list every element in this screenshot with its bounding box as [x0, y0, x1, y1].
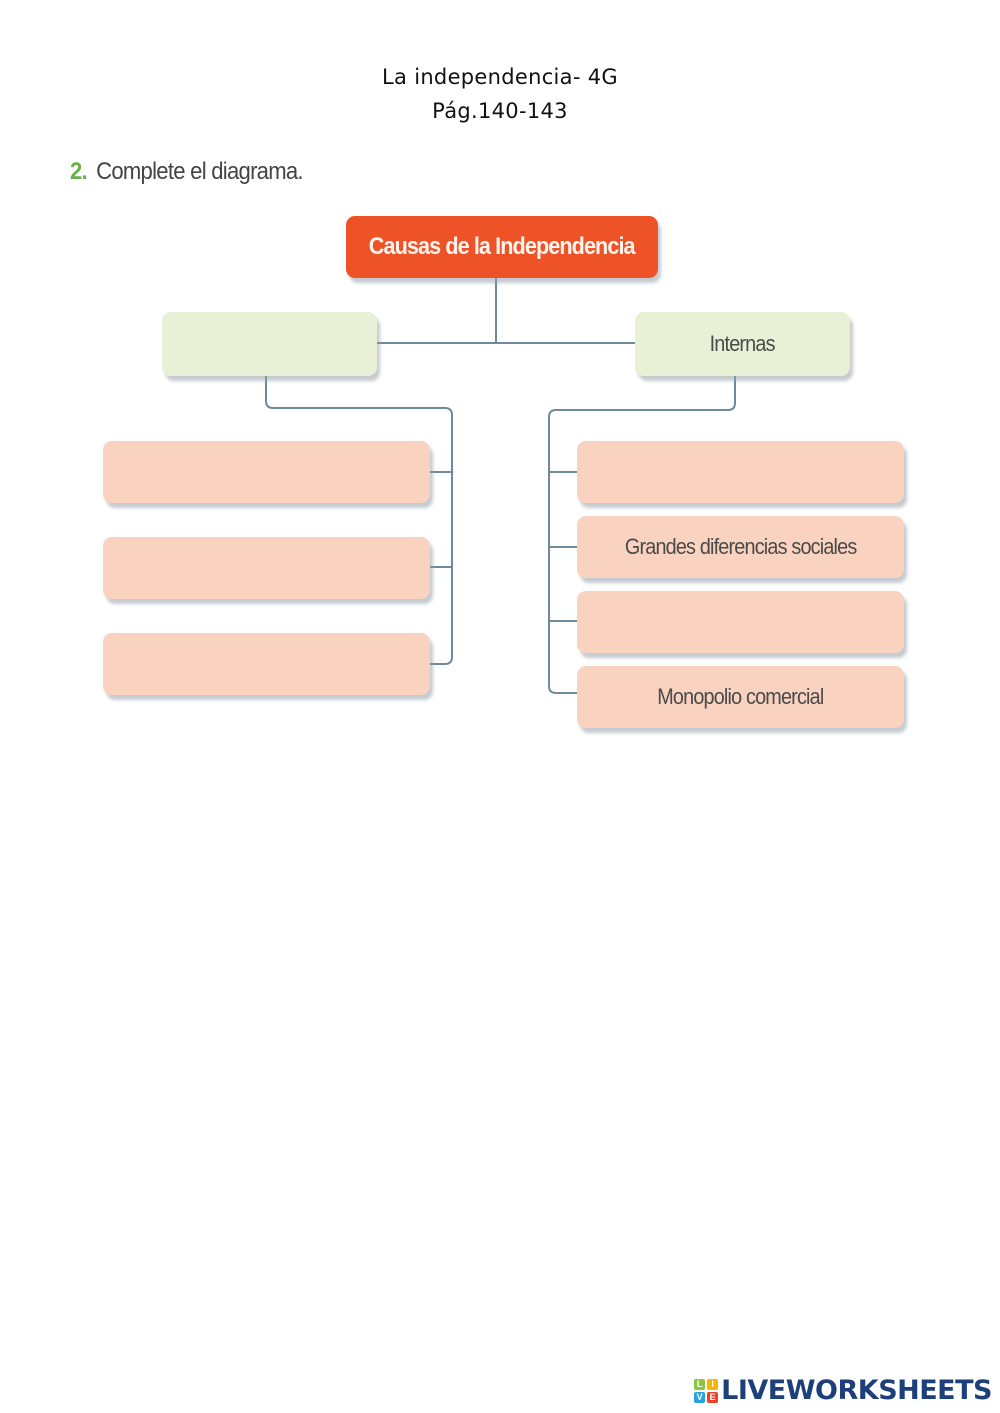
right-leaf-grandes-diferencias: Grandes diferencias sociales [577, 516, 904, 578]
leaf-label: Grandes diferencias sociales [624, 534, 857, 559]
liveworksheets-logo: L I V E LIVEWORKSHEETS [694, 1375, 992, 1406]
logo-letter: I [707, 1378, 719, 1390]
leaf-label: Monopolio comercial [657, 684, 824, 709]
category-label: Internas [709, 331, 776, 356]
category-external-answer-box[interactable] [162, 312, 377, 376]
left-leaf-answer-box-2[interactable] [103, 537, 430, 599]
right-leaf-answer-box-3[interactable] [577, 591, 904, 653]
instruction-text: Complete el diagrama. [96, 158, 303, 185]
live-logo-icon: L I V E [694, 1378, 719, 1403]
root-node: Causas de la Independencia [346, 216, 658, 278]
instruction-number: 2. [70, 158, 88, 185]
worksheet-title: La independencia- 4G [382, 65, 618, 89]
right-leaf-answer-box-1[interactable] [577, 441, 904, 503]
logo-letter: E [707, 1391, 719, 1403]
left-leaf-answer-box-1[interactable] [103, 441, 430, 503]
worksheet-header: La independencia- 4G Pág.140-143 [0, 60, 1000, 128]
instruction: 2. Complete el diagrama. [70, 158, 304, 186]
left-leaf-answer-box-3[interactable] [103, 633, 430, 695]
brand-name: LIVEWORKSHEETS [721, 1375, 992, 1406]
right-leaf-monopolio: Monopolio comercial [577, 666, 904, 728]
worksheet-pages: Pág.140-143 [432, 99, 568, 123]
connector-lines [265, 278, 736, 694]
logo-letter: L [694, 1378, 706, 1390]
root-label: Causas de la Independencia [369, 233, 636, 260]
logo-letter: V [694, 1391, 706, 1403]
category-internas: Internas [635, 312, 850, 376]
